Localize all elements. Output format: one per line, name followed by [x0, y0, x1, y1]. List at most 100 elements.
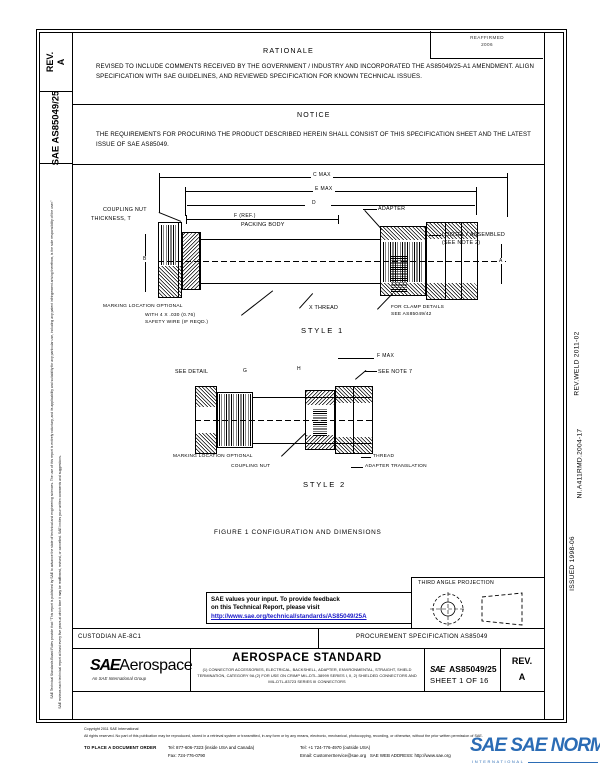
shell-bottom [200, 283, 380, 284]
revision-box-value: A [55, 58, 66, 65]
sae-logo-subtitle: An SAE International Group [92, 676, 147, 681]
title-block-rev-label: REV. [511, 656, 533, 666]
style2-cn-hatch-top [196, 387, 216, 407]
sheet-number-text: SHEET 1 OF 16 [430, 676, 489, 685]
label-see-note-7: SEE NOTE 7 [378, 369, 413, 375]
dim-line-c-max [159, 177, 508, 178]
ext-line-2 [476, 191, 477, 215]
rationale-body: REVISED TO INCLUDE COMMENTS RECEIVED BY … [96, 63, 534, 80]
rationale-divider [73, 104, 544, 105]
standard-title: AEROSPACE STANDARD [232, 652, 382, 664]
label-for-clamp-details: FOR CLAMP DETAILS [391, 305, 445, 310]
style2-centerline [195, 420, 373, 421]
title-block-row1-divider [318, 628, 319, 648]
label-thickness: THICKNESS, T [91, 216, 132, 222]
dim-label-c-max: C MAX [311, 172, 333, 178]
style2-adapter-knurl [313, 408, 327, 436]
style2-rear-hatch-top [336, 387, 372, 403]
coupling-nut-hatch [159, 266, 181, 297]
standard-subtitle: (1) CONNECTOR ACCESSORIES, ELECTRICAL, B… [197, 667, 417, 685]
date-stamp-line-2: 2006 [481, 41, 493, 47]
watermark-text: SAE SAE NORM [470, 735, 600, 757]
feedback-url-link[interactable]: http://www.sae.org/technical/standards/A… [211, 613, 367, 621]
tel-international: Tel: +1 724-776-4970 (outside USA) [300, 745, 371, 750]
dim-line-f-max-2 [338, 358, 374, 359]
style2-cn-hatch-bottom [196, 433, 216, 453]
rights-reserved-line: All rights reserved. No part of this pub… [84, 733, 483, 738]
sae-aerospace-logo: SAEAerospace [90, 657, 193, 675]
ext-line-4 [507, 177, 508, 217]
leader-marking-2 [281, 432, 306, 457]
copyright-line: Copyright 2011 SAE International [84, 727, 139, 731]
dim-label-g: G [241, 368, 250, 374]
leader-note-7b [355, 370, 367, 380]
leader-safety-wire [241, 290, 273, 316]
dim-tick-f-right [338, 215, 339, 224]
legal-notice-2: SAE reviews each technical report at lea… [58, 455, 63, 709]
feedback-line-2: on this Technical Report, please visit [211, 604, 320, 612]
document-number-block: SAE AS85049/25 [430, 659, 497, 677]
rear-clamp-hatch-bottom [427, 283, 477, 299]
label-safety-wire: SAFETY WIRE (IF REQD.) [145, 320, 209, 325]
coupling-nut-threads [161, 225, 179, 265]
notice-heading: NOTICE [297, 112, 331, 119]
title-block-div-2 [424, 648, 425, 692]
doc-number-text: AS85049/25 [449, 664, 497, 674]
rev-history-item-1: NI.A411RMD.2004-17 [576, 428, 584, 499]
dim-label-f-ref: F (REF.) [232, 213, 258, 219]
page-border-inner [39, 32, 564, 720]
figure-caption: FIGURE 1 CONFIGURATION AND DIMENSIONS [214, 529, 382, 536]
doc-sae-mark: SAE [430, 665, 445, 674]
centerline [158, 261, 508, 262]
projection-title: THIRD ANGLE PROJECTION [418, 580, 495, 586]
dim-line-d-left [187, 205, 305, 206]
leader-coupling-nut [158, 212, 182, 222]
tel-usa: Tel: 877-606-7323 (inside USA and Canada… [168, 745, 255, 750]
leader-adapter-trans [351, 467, 363, 468]
dim-line-f-ref [186, 219, 339, 220]
feedback-box: SAE values your input. To provide feedba… [206, 592, 412, 624]
revision-history-rail: REV.WELD 2011-02 NI.A411RMD.2004-17 ISSU… [544, 32, 584, 720]
legal-text-rail: SAE Technical Standards Board Rules prov… [39, 164, 73, 720]
legal-notice-1: SAE Technical Standards Board Rules prov… [50, 200, 55, 699]
web-address-text: SAE WEB ADDRESS: http://www.sae.org [369, 753, 451, 758]
watermark-rule [528, 762, 598, 763]
title-block-rev-value: A [518, 672, 526, 682]
notice-body: THE REQUIREMENTS FOR PROCURING THE PRODU… [96, 131, 531, 148]
sae-logo-mark: SAE [90, 657, 121, 674]
revision-box: REV. A [39, 32, 73, 92]
document-number-box: SAE AS85049/25 [39, 90, 73, 165]
order-label: TO PLACE A DOCUMENT ORDER [84, 745, 157, 750]
dim-label-d: D [310, 200, 319, 206]
label-thread-2: THREAD [373, 454, 395, 459]
third-angle-projection-icon [430, 592, 523, 626]
copyright-block: Copyright 2011 SAE International All rig… [84, 727, 504, 740]
title-block-row-2 [73, 648, 544, 692]
feedback-line-1: SAE values your input. To provide feedba… [211, 595, 340, 603]
document-number-vertical: SAE AS85049/25 [50, 90, 61, 165]
leader-adapter-2 [364, 210, 383, 230]
label-loosely-assembled: LOOSELY ASSEMBLED [442, 232, 506, 238]
rev-history-item-2: ISSUED 1998-06 [568, 536, 576, 591]
shell-top [200, 239, 380, 240]
label-see-detail: SEE DETAIL [175, 369, 209, 375]
leader-note-7 [365, 371, 377, 372]
dim-line-a [501, 244, 502, 284]
dim-label-h: H [295, 366, 304, 372]
title-block-div-3 [500, 648, 501, 692]
label-marking-location: MARKING LOCATION OPTIONAL [103, 304, 183, 309]
rev-history-item-0: REV.WELD 2011-02 [573, 331, 581, 396]
dim-label-f-max: F MAX [375, 353, 397, 359]
dim-label-a: A [497, 258, 505, 264]
watermark-subtitle-left: INTERNATIONAL [472, 759, 525, 764]
reaffirmed-date-stamp: REAFFIRMED 2006 [430, 31, 543, 59]
leader-adapter [363, 209, 377, 210]
style-2-label: STYLE 2 [303, 480, 346, 489]
fax-number: Fax: 724-776-0790 [168, 753, 206, 758]
style2-adapter-hatch-top [306, 391, 334, 405]
procurement-spec-text: PROCUREMENT SPECIFICATION AS85049 [356, 634, 488, 640]
dim-line-d-right [331, 205, 475, 206]
label-coupling-nut-2: COUPLING NUT [231, 464, 271, 469]
dim-tick-f-left [186, 215, 187, 224]
